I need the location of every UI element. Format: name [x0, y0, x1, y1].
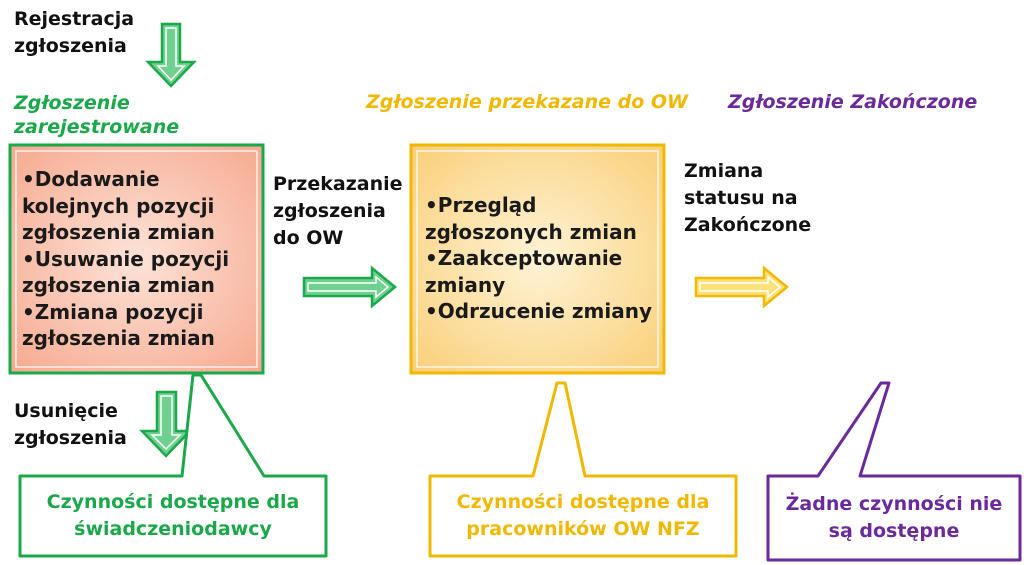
provider-callout-shape	[18, 373, 328, 558]
provider-callout-line: świadczeniodawcy	[74, 518, 272, 540]
status-change-label-line: Zakończone	[684, 214, 812, 236]
deletion-label-line: Usunięcie	[14, 400, 118, 422]
list-item: zgłoszenia zmian	[22, 220, 215, 244]
state-registered-line: Zgłoszenie	[14, 92, 130, 114]
ow-staff-callout-line: Czynności dostępne dla	[456, 491, 710, 513]
list-item: •Zaakceptowanie	[425, 246, 623, 270]
deletion-arrow-icon	[139, 390, 193, 458]
status-change-label-line: Zmiana	[684, 160, 764, 182]
list-item: zgłoszenia zmian	[22, 326, 215, 350]
list-item: •Usuwanie pozycji	[22, 246, 230, 271]
status-change-arrow-icon	[694, 265, 789, 309]
provider-callout: Czynności dostępne dla świadczeniodawcy	[22, 478, 324, 554]
registered-actions-list: •Dodawanie kolejnych pozycji zgłoszenia …	[22, 166, 229, 352]
transfer-arrow-icon	[302, 265, 397, 309]
registration-arrow-icon	[145, 22, 197, 88]
status-change-label: Zmiana statusu na Zakończone	[684, 158, 811, 239]
state-registered-line: zarejestrowane	[14, 116, 180, 138]
transfer-label: Przekazanie zgłoszenia do OW	[273, 171, 403, 252]
none-callout-shape	[766, 381, 1022, 562]
none-callout-line: Żadne czynności nie	[785, 493, 1003, 515]
transfer-label-line: Przekazanie	[273, 173, 403, 195]
registration-label-line: zgłoszenia	[14, 35, 127, 57]
ow-staff-callout-shape	[428, 381, 738, 558]
registration-label-line: Rejestracja	[14, 8, 135, 30]
none-callout: Żadne czynności nie są dostępne	[770, 478, 1018, 558]
provider-callout-line: Czynności dostępne dla	[46, 491, 300, 513]
deletion-label: Usunięcie zgłoszenia	[14, 398, 127, 452]
none-callout-line: są dostępne	[828, 520, 960, 542]
list-item: •Przegląd	[425, 193, 537, 217]
transfer-label-line: zgłoszenia	[273, 200, 386, 222]
ow-staff-callout-line: pracowników OW NFZ	[466, 518, 700, 540]
list-item: zgłoszonych zmian	[425, 219, 637, 244]
deletion-label-line: zgłoszenia	[14, 427, 127, 449]
list-item: •Zmiana pozycji	[22, 299, 204, 324]
state-registered: Zgłoszenie zarejestrowane	[14, 91, 179, 139]
list-item: zmiany	[425, 272, 506, 297]
state-transferred: Zgłoszenie przekazane do OW	[366, 91, 689, 113]
ow-actions-list: •Przegląd zgłoszonych zmian •Zaakceptowa…	[425, 192, 652, 325]
list-item: •Odrzucenie zmiany	[425, 299, 652, 323]
list-item: kolejnych pozycji	[22, 193, 215, 218]
state-completed: Zgłoszenie Zakończone	[728, 91, 978, 113]
status-change-label-line: statusu na	[684, 187, 798, 209]
ow-staff-callout: Czynności dostępne dla pracowników OW NF…	[432, 478, 734, 554]
registration-label: Rejestracja zgłoszenia	[14, 6, 134, 60]
list-item: •Dodawanie	[22, 167, 160, 191]
registered-actions-box	[8, 143, 265, 375]
ow-actions-box	[409, 143, 666, 375]
transfer-label-line: do OW	[273, 227, 344, 249]
list-item: zgłoszenia zmian	[22, 273, 215, 297]
